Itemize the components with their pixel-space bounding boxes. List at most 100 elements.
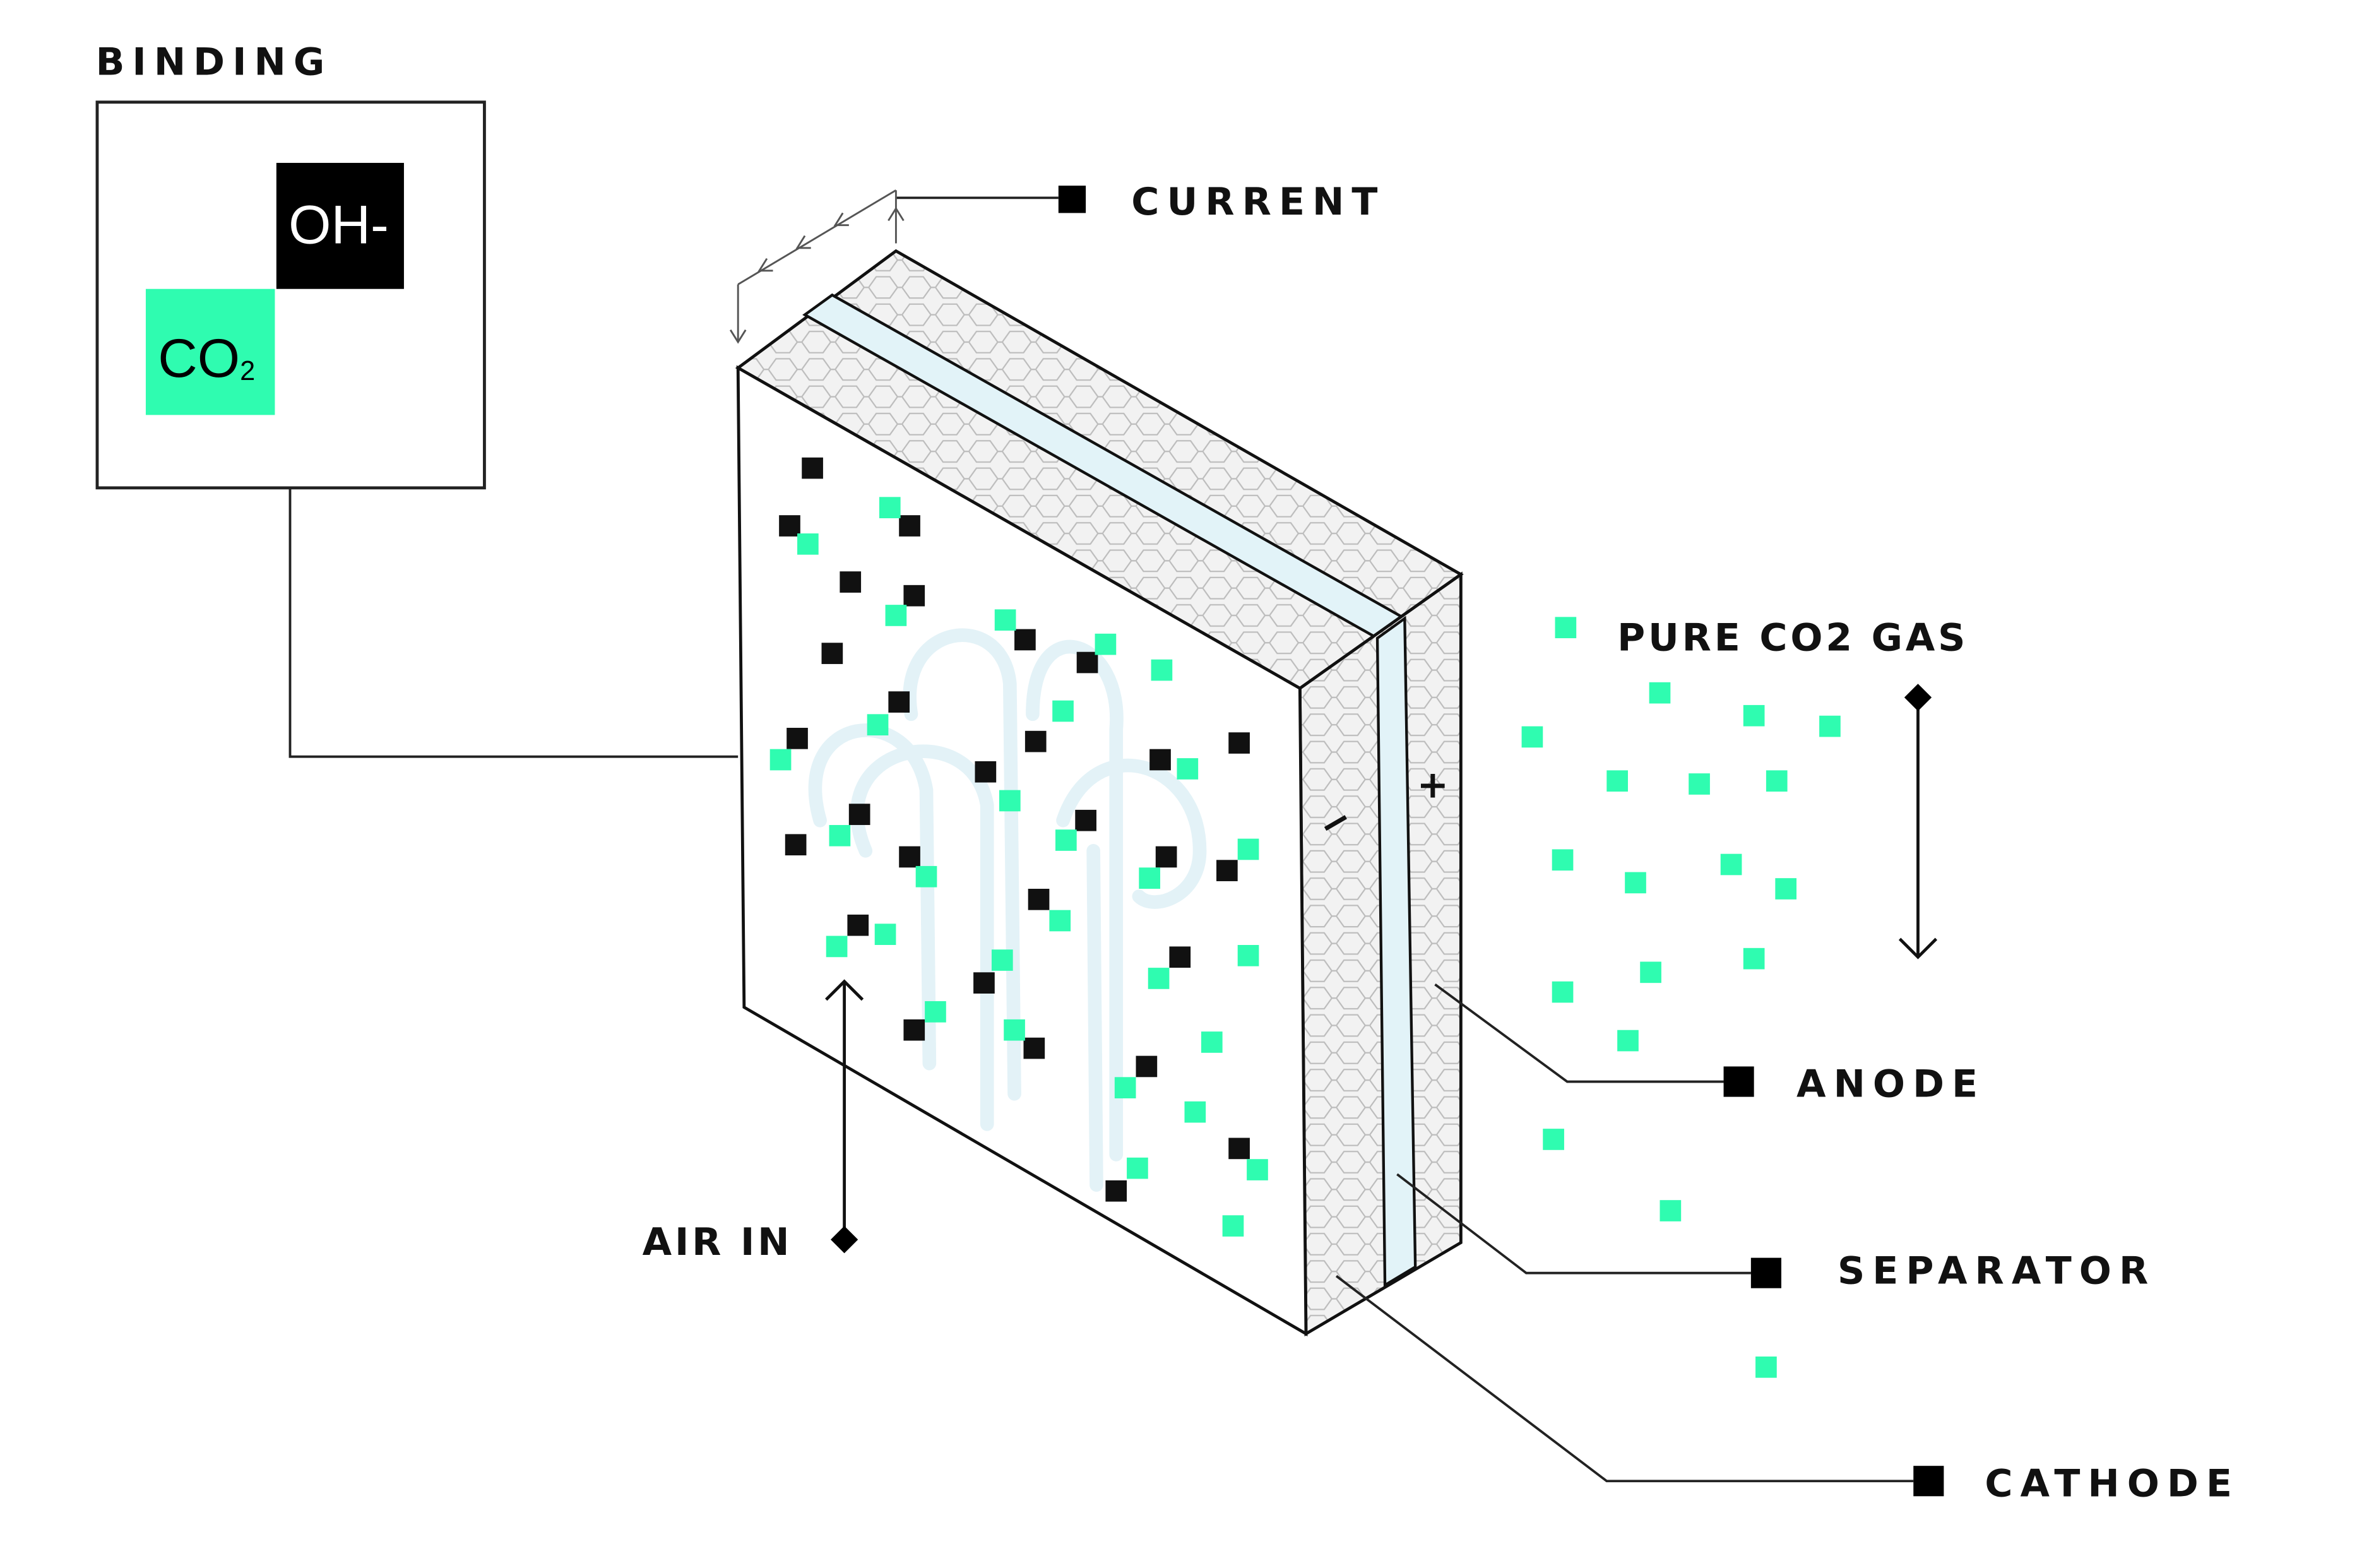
co2-particle [1689,773,1710,795]
oh-particle [888,691,910,713]
oh-particle [1169,946,1191,968]
oh-particle [848,804,870,825]
co2-particle [1049,910,1071,932]
anode-marker [1723,1066,1754,1097]
diamond-icon [1904,684,1932,711]
oh-particle [903,585,925,607]
oh-particle [785,834,807,856]
separator-marker [1750,1257,1781,1288]
oh-particle [1228,732,1250,754]
oh-label: OH- [288,195,389,256]
cathode-label: CATHODE [1985,1461,2240,1506]
co2-particle [1177,758,1199,780]
oh-particle [1028,888,1050,910]
oh-particle [1024,730,1047,752]
co2-particle [879,497,901,518]
current-marker [1058,186,1086,213]
airflow-swirl [808,723,937,1071]
co2-particle [1766,770,1788,792]
arrowhead-icon [729,329,747,344]
arrowhead-icon [1898,937,1938,959]
plus-sign: + [1417,763,1452,807]
airflow-swirl [1086,844,1103,1192]
oh-particle [1216,860,1238,881]
co2-particle [1247,1159,1268,1180]
oh-particle [1105,1180,1127,1202]
separator-label: SEPARATOR [1838,1249,2156,1293]
co2-particle [874,924,896,946]
oh-particle [1136,1055,1158,1078]
co2-particle [1543,1129,1564,1150]
airflow-swirl [1026,639,1124,1161]
co2-particle [1743,947,1765,970]
arrowhead-icon [757,258,773,272]
arrowhead-icon [833,212,849,227]
arrowhead-icon [795,235,811,249]
co2-particle [1625,872,1646,894]
co2-particle [826,935,848,958]
co2-particle [1201,1031,1223,1053]
co2-particle [1555,617,1577,639]
co2-particle [797,533,819,555]
oh-particle [1228,1137,1250,1160]
oh-particle [779,515,800,537]
co2-particle [1095,633,1117,655]
co2-particle [1004,1019,1025,1041]
separator-side [1375,615,1417,1288]
airflow-swirl [1056,758,1207,909]
arrowhead-icon [888,206,905,222]
co2-particle [1617,1030,1639,1052]
current-flow-line [737,189,897,285]
oh-particle [787,727,808,749]
oh-particle [899,846,920,868]
co2-label: CO2 [158,328,255,389]
co2-particle [925,1001,946,1023]
co2-particle [991,949,1013,971]
co2-particle [994,609,1016,631]
co2-particle [1775,878,1797,900]
co2-particle [999,790,1021,812]
oh-particle [975,761,997,783]
co2-particle [1552,981,1574,1003]
co2-particle [1139,867,1161,889]
co2-particle [1659,1200,1682,1221]
co2-particle [1114,1077,1136,1098]
oh-ion-square [276,163,404,289]
current-arrows [729,189,905,344]
co2-particle [1552,849,1574,871]
co2-particle [1052,700,1074,722]
oh-particle [1155,846,1177,868]
pure-co2-gas-label: PURE CO2 GAS [1617,615,1968,660]
co2-particle [1521,726,1543,748]
co2-particle [1222,1215,1244,1237]
co2-particle [885,605,907,626]
co2-particle [915,865,937,888]
separator-leader-line [1396,1173,1751,1274]
co2-particle [1237,945,1259,966]
oh-particle [1075,809,1096,831]
oh-particle [973,972,995,994]
binding-leader-line [288,487,739,758]
anode-leader-line [1434,983,1724,1083]
oh-particle [1149,749,1171,771]
current-label: CURRENT [1131,180,1385,224]
oh-particle [840,571,862,593]
oh-particle [847,914,869,936]
airflow-swirl [903,628,1021,1101]
co2-particle [1055,829,1077,851]
co2-particle [1640,961,1661,983]
oh-particle [903,1019,925,1041]
co2-particle [1148,968,1170,989]
co2-particle [1184,1101,1206,1123]
binding-label: BINDING [96,40,333,85]
co2-gas-particles [1521,617,1841,1378]
co2-particle [1755,1356,1777,1378]
co2-particle [1151,659,1173,681]
oh-particle [1014,629,1036,651]
co2-particle [1819,715,1841,737]
oh-particle [1023,1037,1045,1059]
cathode-marker [1913,1466,1944,1497]
co2-particle [1127,1157,1148,1179]
diamond-icon [830,1226,858,1254]
